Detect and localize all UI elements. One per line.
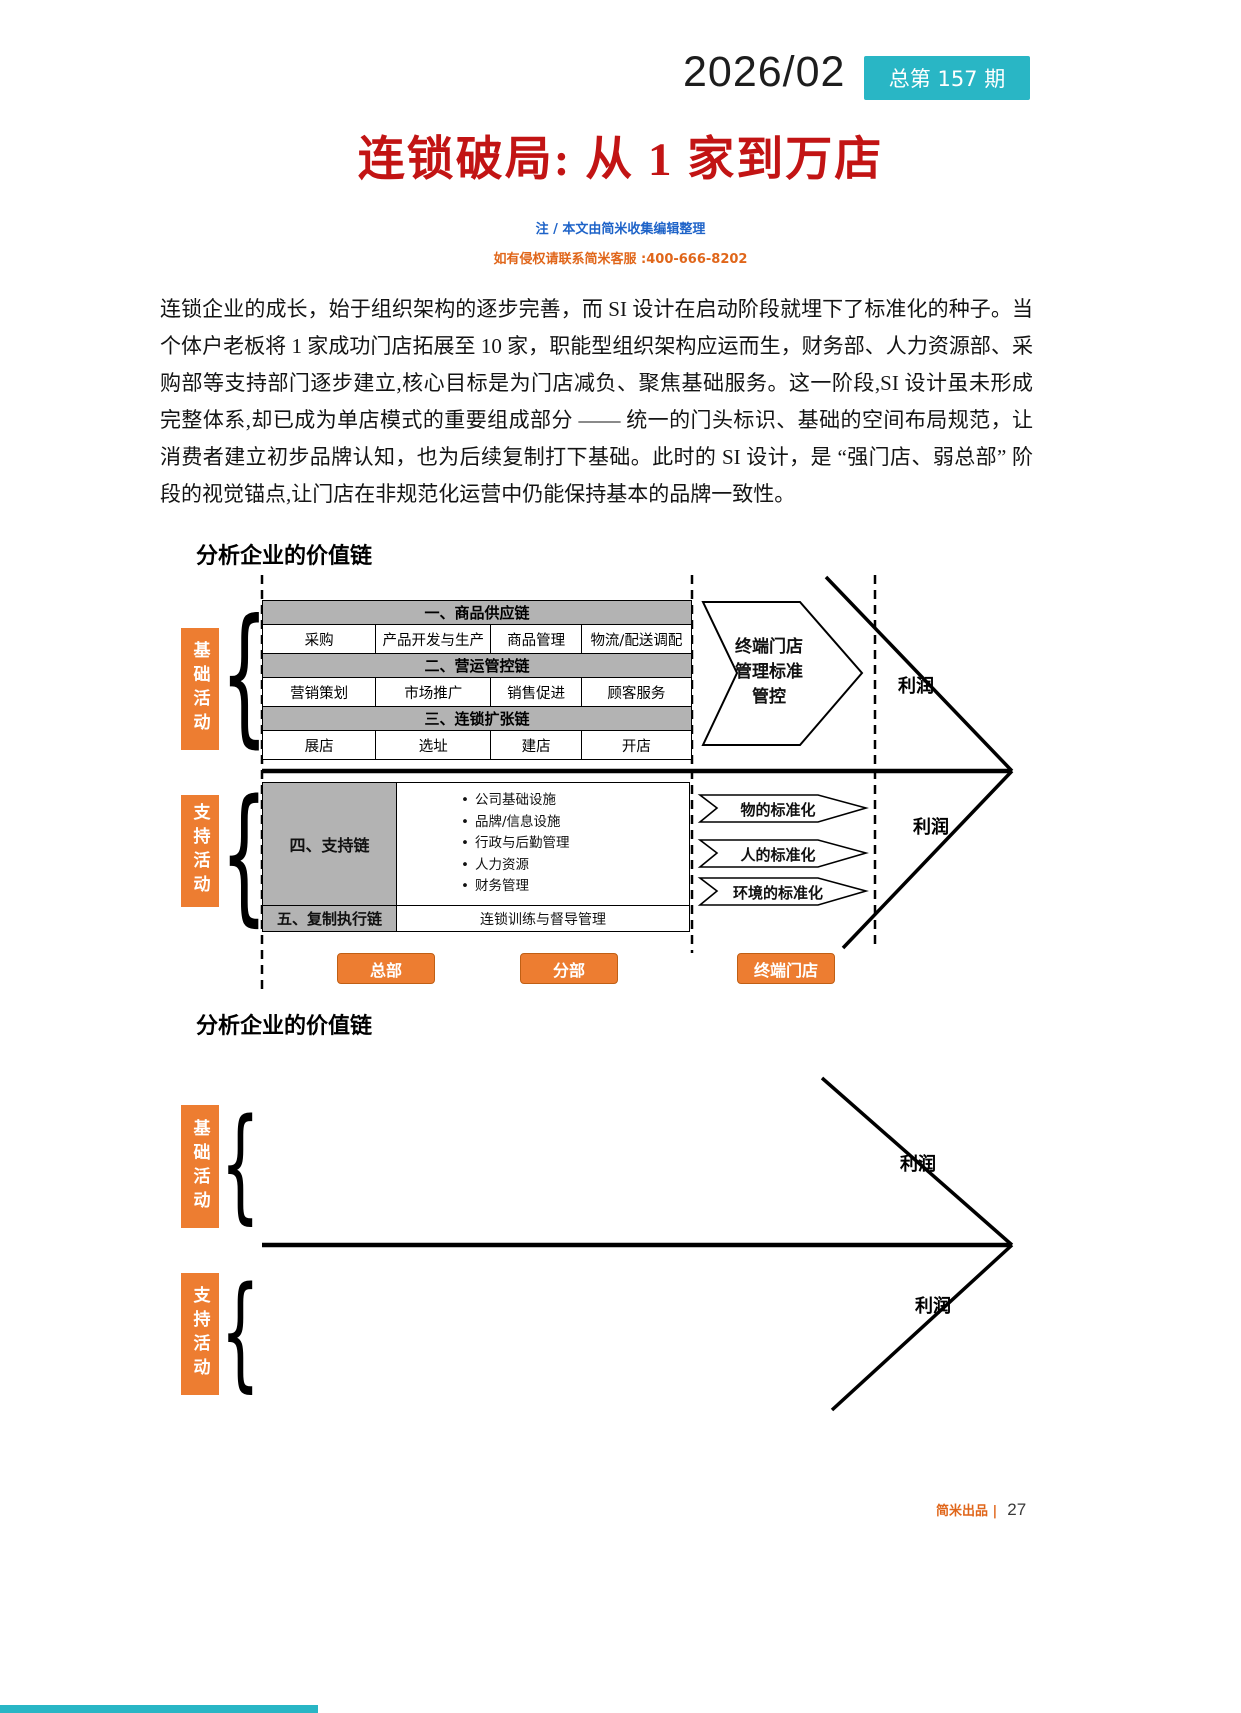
standard-banner-label: 物的标准化	[740, 801, 816, 819]
list-item: 人力资源	[397, 855, 689, 877]
support-chain-items: 公司基础设施 品牌/信息设施 行政与后勤管理 人力资源 财务管理	[396, 782, 690, 906]
chain-header: 二、营运管控链	[263, 654, 691, 677]
value-chain-table: 一、商品供应链 采购 产品开发与生产 商品管理 物流/配送调配 二、营运管控链 …	[262, 600, 692, 760]
standard-banner-label: 环境的标准化	[732, 884, 823, 902]
chain-cell: 物流/配送调配	[581, 625, 691, 653]
curly-brace-icon: {	[220, 768, 268, 940]
basic-activities-label: 基础活动	[181, 1105, 219, 1228]
terminal-chevron-label: 终端门店 管理标准 管控	[735, 637, 803, 707]
chain-cell: 采购	[263, 625, 376, 653]
list-item: 行政与后勤管理	[397, 833, 689, 855]
chain-cell: 市场推广	[376, 678, 491, 706]
standard-banner-shape-1	[697, 794, 869, 823]
profit-label-bottom: 利润	[913, 817, 949, 838]
issue-date: 2026/02	[683, 48, 846, 96]
value-chain-diagram-2: 基础活动 支持活动 { { 利润 利润	[0, 1070, 1241, 1440]
issue-badge: 总第 157 期	[864, 56, 1030, 100]
chain-cell: 开店	[581, 731, 691, 759]
standard-banner-label: 人的标准化	[740, 846, 816, 864]
branch-tag: 分部	[520, 953, 618, 984]
value-chain-diagram-1: 基础活动 支持活动 { { 一、商品供应链 采购 产品开发与生产 商品管理 物流…	[0, 575, 1241, 1005]
profit-arrow-lower	[841, 769, 1014, 950]
basic-activities-label: 基础活动	[181, 628, 219, 750]
chain-cell: 营销策划	[263, 678, 376, 706]
profit-label-top: 利润	[900, 1154, 936, 1175]
bottom-accent-bar	[0, 1705, 318, 1713]
diagram1-lines	[260, 575, 1014, 990]
chain-header: 一、商品供应链	[263, 601, 691, 624]
chain-header: 三、连锁扩张链	[263, 707, 691, 730]
chain-cell: 顾客服务	[581, 678, 691, 706]
chain-cell: 选址	[376, 731, 491, 759]
profit-label-top: 利润	[898, 676, 934, 697]
standard-banner-shape-3	[697, 877, 869, 906]
curly-brace-icon: {	[220, 588, 269, 762]
profit-label-bottom: 利润	[915, 1296, 951, 1317]
chain-cell: 展店	[263, 731, 376, 759]
diagram2-lines	[262, 1076, 1014, 1412]
chain-cell: 产品开发与生产	[376, 625, 491, 653]
replicate-chain-title: 五、复制执行链	[262, 905, 397, 932]
profit-arrow-lower	[830, 1243, 1014, 1412]
list-item: 品牌/信息设施	[397, 812, 689, 834]
editor-note: 注 / 本文由简米收集编辑整理	[535, 222, 706, 237]
page-footer: 简米出品 | 27	[936, 1500, 1026, 1520]
support-chain-title: 四、支持链	[262, 782, 397, 906]
curly-brace-icon: {	[220, 1261, 260, 1405]
profit-arrow-upper	[820, 1076, 1014, 1247]
terminal-chevron-shape	[701, 601, 864, 746]
terminal-store-tag: 终端门店	[737, 953, 835, 984]
list-item: 财务管理	[397, 876, 689, 898]
page-title: 连锁破局: 从 1 家到万店	[357, 134, 884, 186]
replicate-chain-cell: 连锁训练与督导管理	[396, 905, 690, 932]
curly-brace-icon: {	[220, 1093, 260, 1237]
profit-arrow-upper	[824, 575, 1014, 773]
page-number: 27	[1007, 1500, 1027, 1519]
headquarters-tag: 总部	[337, 953, 435, 984]
chain-cell: 建店	[491, 731, 581, 759]
support-activities-label: 支持活动	[181, 1273, 219, 1395]
body-paragraph: 连锁企业的成长，始于组织架构的逐步完善，而 SI 设计在启动阶段就埋下了标准化的…	[160, 297, 1033, 506]
support-activities-label: 支持活动	[181, 795, 219, 907]
chain-cell: 商品管理	[491, 625, 581, 653]
diagram2-heading: 分析企业的价值链	[196, 1014, 373, 1039]
chain-cell: 销售促进	[491, 678, 581, 706]
footer-brand: 简米出品 |	[936, 1504, 998, 1519]
standard-banner-shape-2	[697, 839, 869, 868]
diagram1-heading: 分析企业的价值链	[196, 544, 373, 569]
copyright-note: 如有侵权请联系简米客服 :400-666-8202	[493, 252, 748, 267]
list-item: 公司基础设施	[397, 790, 689, 812]
